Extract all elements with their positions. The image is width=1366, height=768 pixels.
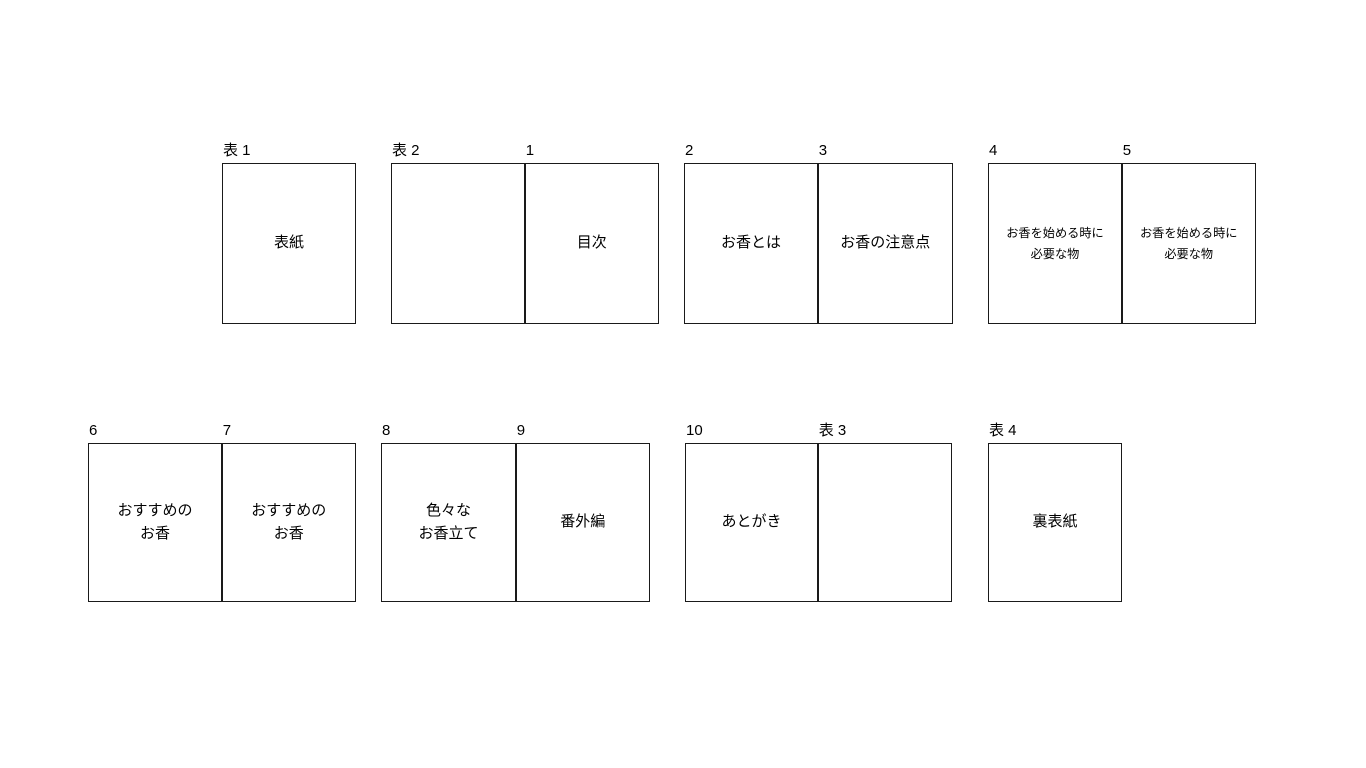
- page-content-title: お香の注意点: [840, 234, 931, 252]
- page-panel: 3 お香の注意点: [816, 143, 953, 324]
- page-number-label: 表 2: [392, 142, 420, 159]
- page-number-label: 10: [686, 422, 703, 439]
- page-number-label: 表 3: [818, 422, 847, 439]
- page-content-title: お香とは: [720, 234, 781, 252]
- page-content-title: おすすめの お香: [117, 502, 193, 542]
- page-number-label: 2: [685, 142, 694, 159]
- page-panel: 8 色々な お香立て: [381, 423, 516, 602]
- page-panel: 9 番外編: [514, 423, 650, 602]
- page-content-title: 目次: [576, 234, 607, 252]
- page-number-label: 表 4: [989, 422, 1017, 439]
- page-content-title: おすすめの お香: [251, 502, 327, 542]
- page-panel: 表 4 裏表紙: [988, 423, 1122, 602]
- page-content-title: 裏表紙: [1032, 513, 1078, 531]
- page-panel: 表 3: [816, 423, 952, 602]
- page-number-label: 8: [382, 422, 391, 439]
- page-panel: 2 お香とは: [684, 143, 818, 324]
- page-content-title: お香を始める時に 必要な物: [1139, 225, 1238, 261]
- page-number-label: 表 1: [223, 142, 251, 159]
- page-panel: 10 あとがき: [685, 423, 818, 602]
- page-content-title: 番外編: [560, 513, 606, 531]
- page-panel: 6 おすすめの お香: [88, 423, 222, 602]
- spread-8-9: 8 色々な お香立て 9 番外編: [381, 423, 650, 602]
- page-number-label: 3: [818, 142, 828, 159]
- page-content-title: 色々な お香立て: [418, 502, 479, 542]
- page-panel: 表 1 表紙: [222, 143, 356, 324]
- page-number-label: 1: [525, 142, 535, 159]
- page-content-title: あとがき: [721, 513, 782, 531]
- spread-10-back: 10 あとがき 表 3: [685, 423, 952, 602]
- page-number-label: 4: [989, 142, 998, 159]
- page-panel: 1 目次: [523, 143, 659, 324]
- page-number-label: 5: [1122, 142, 1132, 159]
- page-number-label: 6: [89, 422, 98, 439]
- spread-2-1: 表 2 1 目次: [391, 143, 659, 324]
- page-number-label: 7: [222, 422, 232, 439]
- spread-6-7: 6 おすすめの お香 7 おすすめの お香: [88, 423, 356, 602]
- page-panel: 5 お香を始める時に 必要な物: [1120, 143, 1256, 324]
- spread-2-3: 2 お香とは 3 お香の注意点: [684, 143, 953, 324]
- page-panel: 表 2: [391, 143, 525, 324]
- page-panel: 7 おすすめの お香: [220, 423, 356, 602]
- spread-4-5: 4 お香を始める時に 必要な物 5 お香を始める時に 必要な物: [988, 143, 1256, 324]
- page-content-title: 表紙: [273, 234, 304, 252]
- page-panel: 4 お香を始める時に 必要な物: [988, 143, 1122, 324]
- spread-cover: 表 1 表紙: [222, 143, 356, 324]
- spread-back-cover: 表 4 裏表紙: [988, 423, 1122, 602]
- page-content-title: お香を始める時に 必要な物: [1006, 225, 1104, 261]
- page-number-label: 9: [516, 422, 526, 439]
